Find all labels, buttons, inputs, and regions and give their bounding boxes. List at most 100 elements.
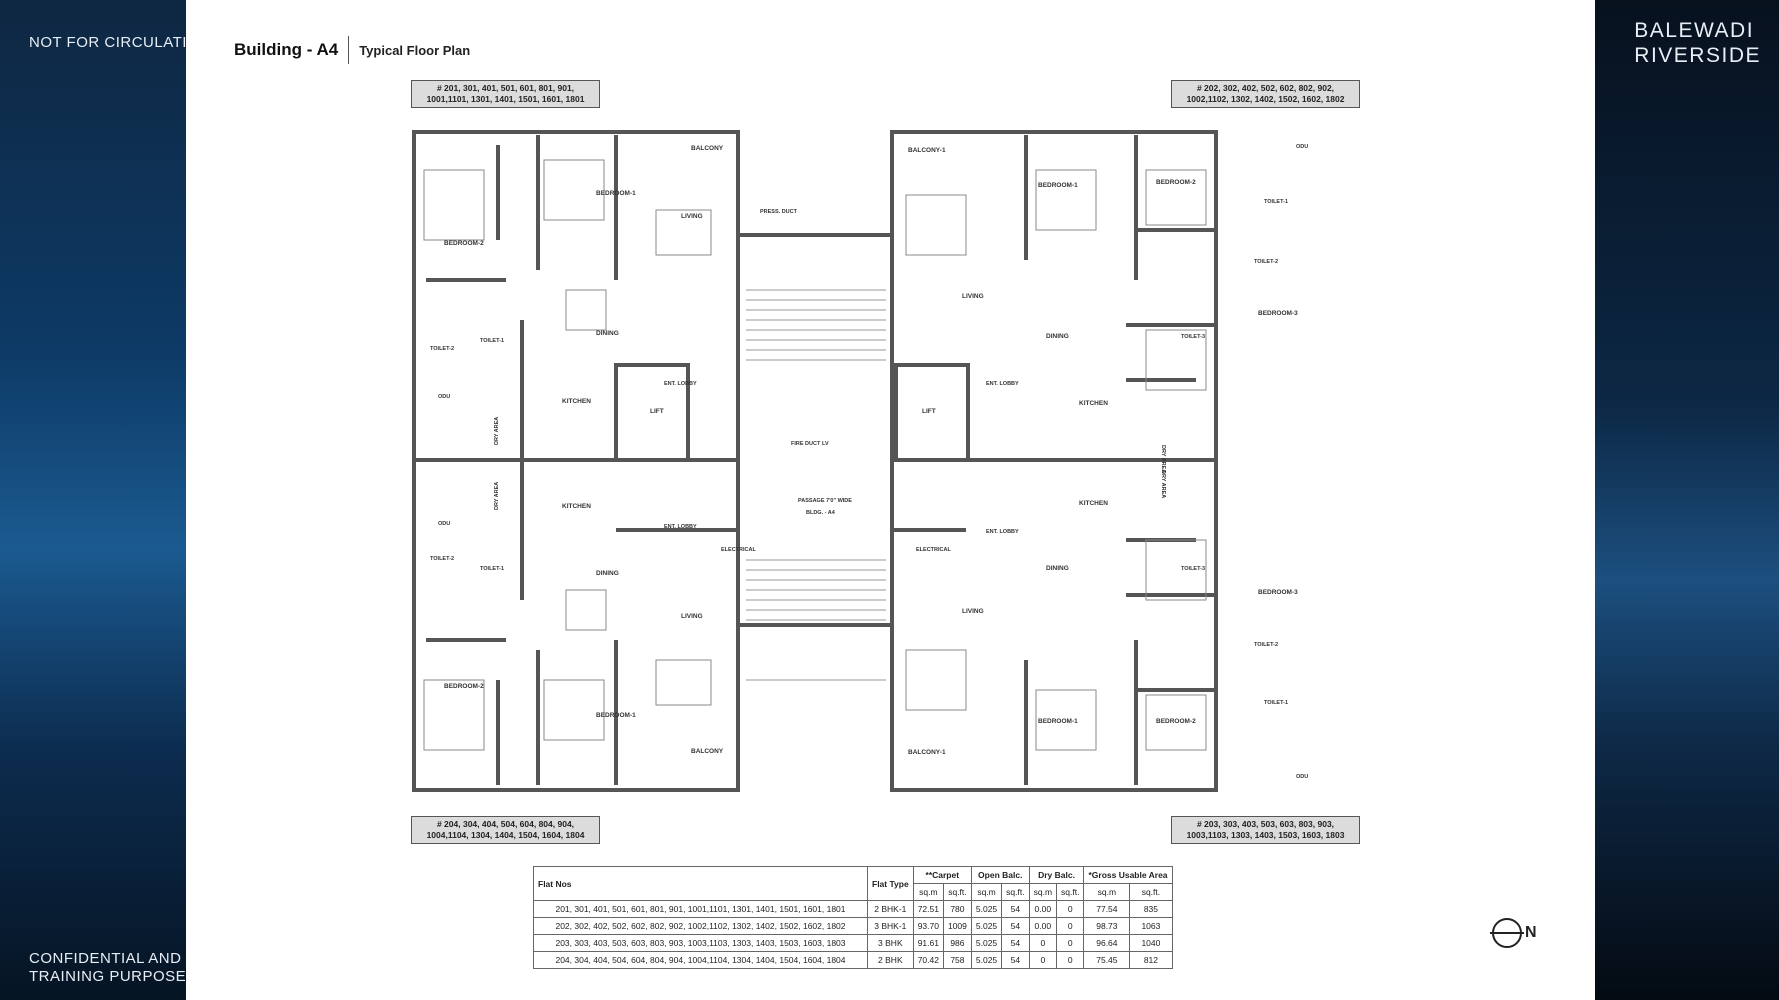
table-row: 202, 302, 402, 502, 602, 802, 902, 1002,… [533, 917, 1173, 935]
label-dry-area-l1: DRY AREA [494, 417, 500, 445]
label-bedroom3-tr: BEDROOM-3 [1258, 310, 1298, 317]
cell-value: 1063 [1129, 917, 1173, 935]
cell-flat-nos: 203, 303, 403, 503, 603, 803, 903, 1003,… [533, 934, 868, 952]
label-dining-tl: DINING [596, 330, 619, 337]
cell-value: 70.42 [912, 951, 944, 969]
cell-flat-type: 2 BHK [867, 951, 914, 969]
cell-value: 986 [942, 934, 972, 952]
label-living-tr: LIVING [962, 293, 984, 300]
label-toilet1-br: TOILET-1 [1264, 700, 1288, 706]
header-flat-type: Flat Type [867, 866, 914, 901]
flat-tag-top-right: # 202, 302, 402, 502, 602, 802, 902, 100… [1171, 80, 1360, 108]
cell-value: 0 [1056, 900, 1085, 918]
floor-plan-sheet: Building - A4 Typical Floor Plan # 201, … [186, 0, 1595, 1000]
cell-flat-type: 2 BHK-1 [867, 900, 914, 918]
unit-cell: sq.ft. [942, 883, 972, 901]
label-bedroom1-tl: BEDROOM-1 [596, 190, 636, 197]
cell-value: 54 [1001, 951, 1030, 969]
right-background-panel: BALEWADI RIVERSIDE [1595, 0, 1779, 1000]
cell-flat-nos: 202, 302, 402, 502, 602, 802, 902, 1002,… [533, 917, 868, 935]
label-kitchen-tl: KITCHEN [562, 398, 591, 405]
cell-value: 91.61 [912, 934, 944, 952]
label-odu-tl: ODU [438, 394, 450, 400]
label-entlobby-br: ENT. LOBBY [986, 529, 1019, 535]
title-divider [348, 36, 350, 64]
label-bedroom2-tr: BEDROOM-2 [1156, 179, 1196, 186]
label-kitchen-br: KITCHEN [1079, 500, 1108, 507]
cell-value: 54 [1001, 917, 1030, 935]
unit-cell: sq.m [970, 883, 1003, 901]
cell-value: 0.00 [1028, 917, 1058, 935]
label-toilet2-tl: TOILET-2 [430, 346, 454, 352]
label-toilet1-bl: TOILET-1 [480, 566, 504, 572]
cell-flat-type: 3 BHK-1 [867, 917, 914, 935]
label-dry-area-l2: DRY AREA [494, 482, 500, 510]
cell-value: 0 [1028, 934, 1058, 952]
cell-flat-type: 3 BHK [867, 934, 914, 952]
north-arrow: N [1490, 918, 1537, 948]
cell-value: 0 [1056, 951, 1085, 969]
stair-lines [746, 289, 886, 681]
label-lift-r: LIFT [922, 408, 936, 415]
cell-value: 54 [1001, 934, 1030, 952]
label-odu-bl: ODU [438, 521, 450, 527]
label-living-tl: LIVING [681, 213, 703, 220]
table-row: 203, 303, 403, 503, 603, 803, 903, 1003,… [533, 934, 1173, 952]
cell-value: 812 [1129, 951, 1173, 969]
unit-cell: sq.m [912, 883, 944, 901]
brand-logo-text: BALEWADI RIVERSIDE [1634, 18, 1761, 68]
label-dry-area-r2: DRY AREA [1160, 470, 1166, 498]
flat-tag-bottom-left: # 204, 304, 404, 504, 604, 804, 904, 100… [411, 816, 600, 844]
cell-value: 0 [1028, 951, 1058, 969]
furniture-outlines [423, 159, 1207, 751]
brand-line-1: BALEWADI [1634, 19, 1755, 42]
unit-cell: sq.m [1028, 883, 1058, 901]
label-kitchen-bl: KITCHEN [562, 503, 591, 510]
plan-walls [412, 130, 1218, 792]
label-kitchen-tr: KITCHEN [1079, 400, 1108, 407]
label-lv: LV [822, 441, 829, 447]
label-toilet2-tr: TOILET-2 [1254, 259, 1278, 265]
not-for-circulation-text: NOT FOR CIRCULATION [29, 34, 186, 51]
label-bedroom1-br: BEDROOM-1 [1038, 718, 1078, 725]
label-passage: PASSAGE 7'0" WIDE [798, 498, 852, 504]
cell-value: 96.64 [1083, 934, 1131, 952]
label-odu-br: ODU [1296, 774, 1308, 780]
label-odu-tr: ODU [1296, 144, 1308, 150]
cell-value: 5.025 [970, 951, 1003, 969]
label-entlobby-tr: ENT. LOBBY [986, 381, 1019, 387]
cell-flat-nos: 204, 304, 404, 504, 604, 804, 904, 1004,… [533, 951, 868, 969]
label-toilet2-bl: TOILET-2 [430, 556, 454, 562]
cell-flat-nos: 201, 301, 401, 501, 601, 801, 901, 1001,… [533, 900, 868, 918]
left-background-panel: NOT FOR CIRCULATION CONFIDENTIAL AND TRA… [0, 0, 186, 1000]
header-open-balc: Open Balc. [970, 866, 1030, 884]
label-balcony1-tr: BALCONY-1 [908, 147, 946, 154]
label-toilet3-br: TOILET-3 [1181, 566, 1205, 572]
label-lift-l: LIFT [650, 408, 664, 415]
label-toilet1-tr: TOILET-1 [1264, 199, 1288, 205]
table-row: 201, 301, 401, 501, 601, 801, 901, 1001,… [533, 900, 1173, 918]
label-bedroom2-tl: BEDROOM-2 [444, 240, 484, 247]
cell-value: 0 [1056, 917, 1085, 935]
north-compass-icon [1490, 918, 1524, 948]
cell-value: 5.025 [970, 900, 1003, 918]
header-flat-nos: Flat Nos [533, 866, 868, 901]
label-balcony-tl: BALCONY [691, 145, 724, 152]
area-statement-table: Flat Nos Flat Type **Carpet Open Balc. D… [533, 866, 1173, 969]
label-bedroom2-br: BEDROOM-2 [1156, 718, 1196, 725]
label-bedroom2-bl: BEDROOM-2 [444, 683, 484, 690]
label-electrical-r: ELECTRICAL [916, 547, 951, 553]
building-name: Building - A4 [234, 40, 339, 59]
cell-value: 0 [1056, 934, 1085, 952]
north-label: N [1525, 924, 1537, 941]
cell-value: 72.51 [912, 900, 944, 918]
cell-value: 5.025 [970, 917, 1003, 935]
cell-value: 835 [1129, 900, 1173, 918]
header-gross-area: *Gross Usable Area [1083, 866, 1173, 884]
unit-cell: sq.m [1083, 883, 1131, 901]
label-fire-duct: FIRE DUCT [791, 441, 821, 447]
confidential-text-1: CONFIDENTIAL AND [29, 950, 182, 967]
unit-cell: sq.ft. [1001, 883, 1030, 901]
label-toilet1-tl: TOILET-1 [480, 338, 504, 344]
label-dining-tr: DINING [1046, 333, 1069, 340]
